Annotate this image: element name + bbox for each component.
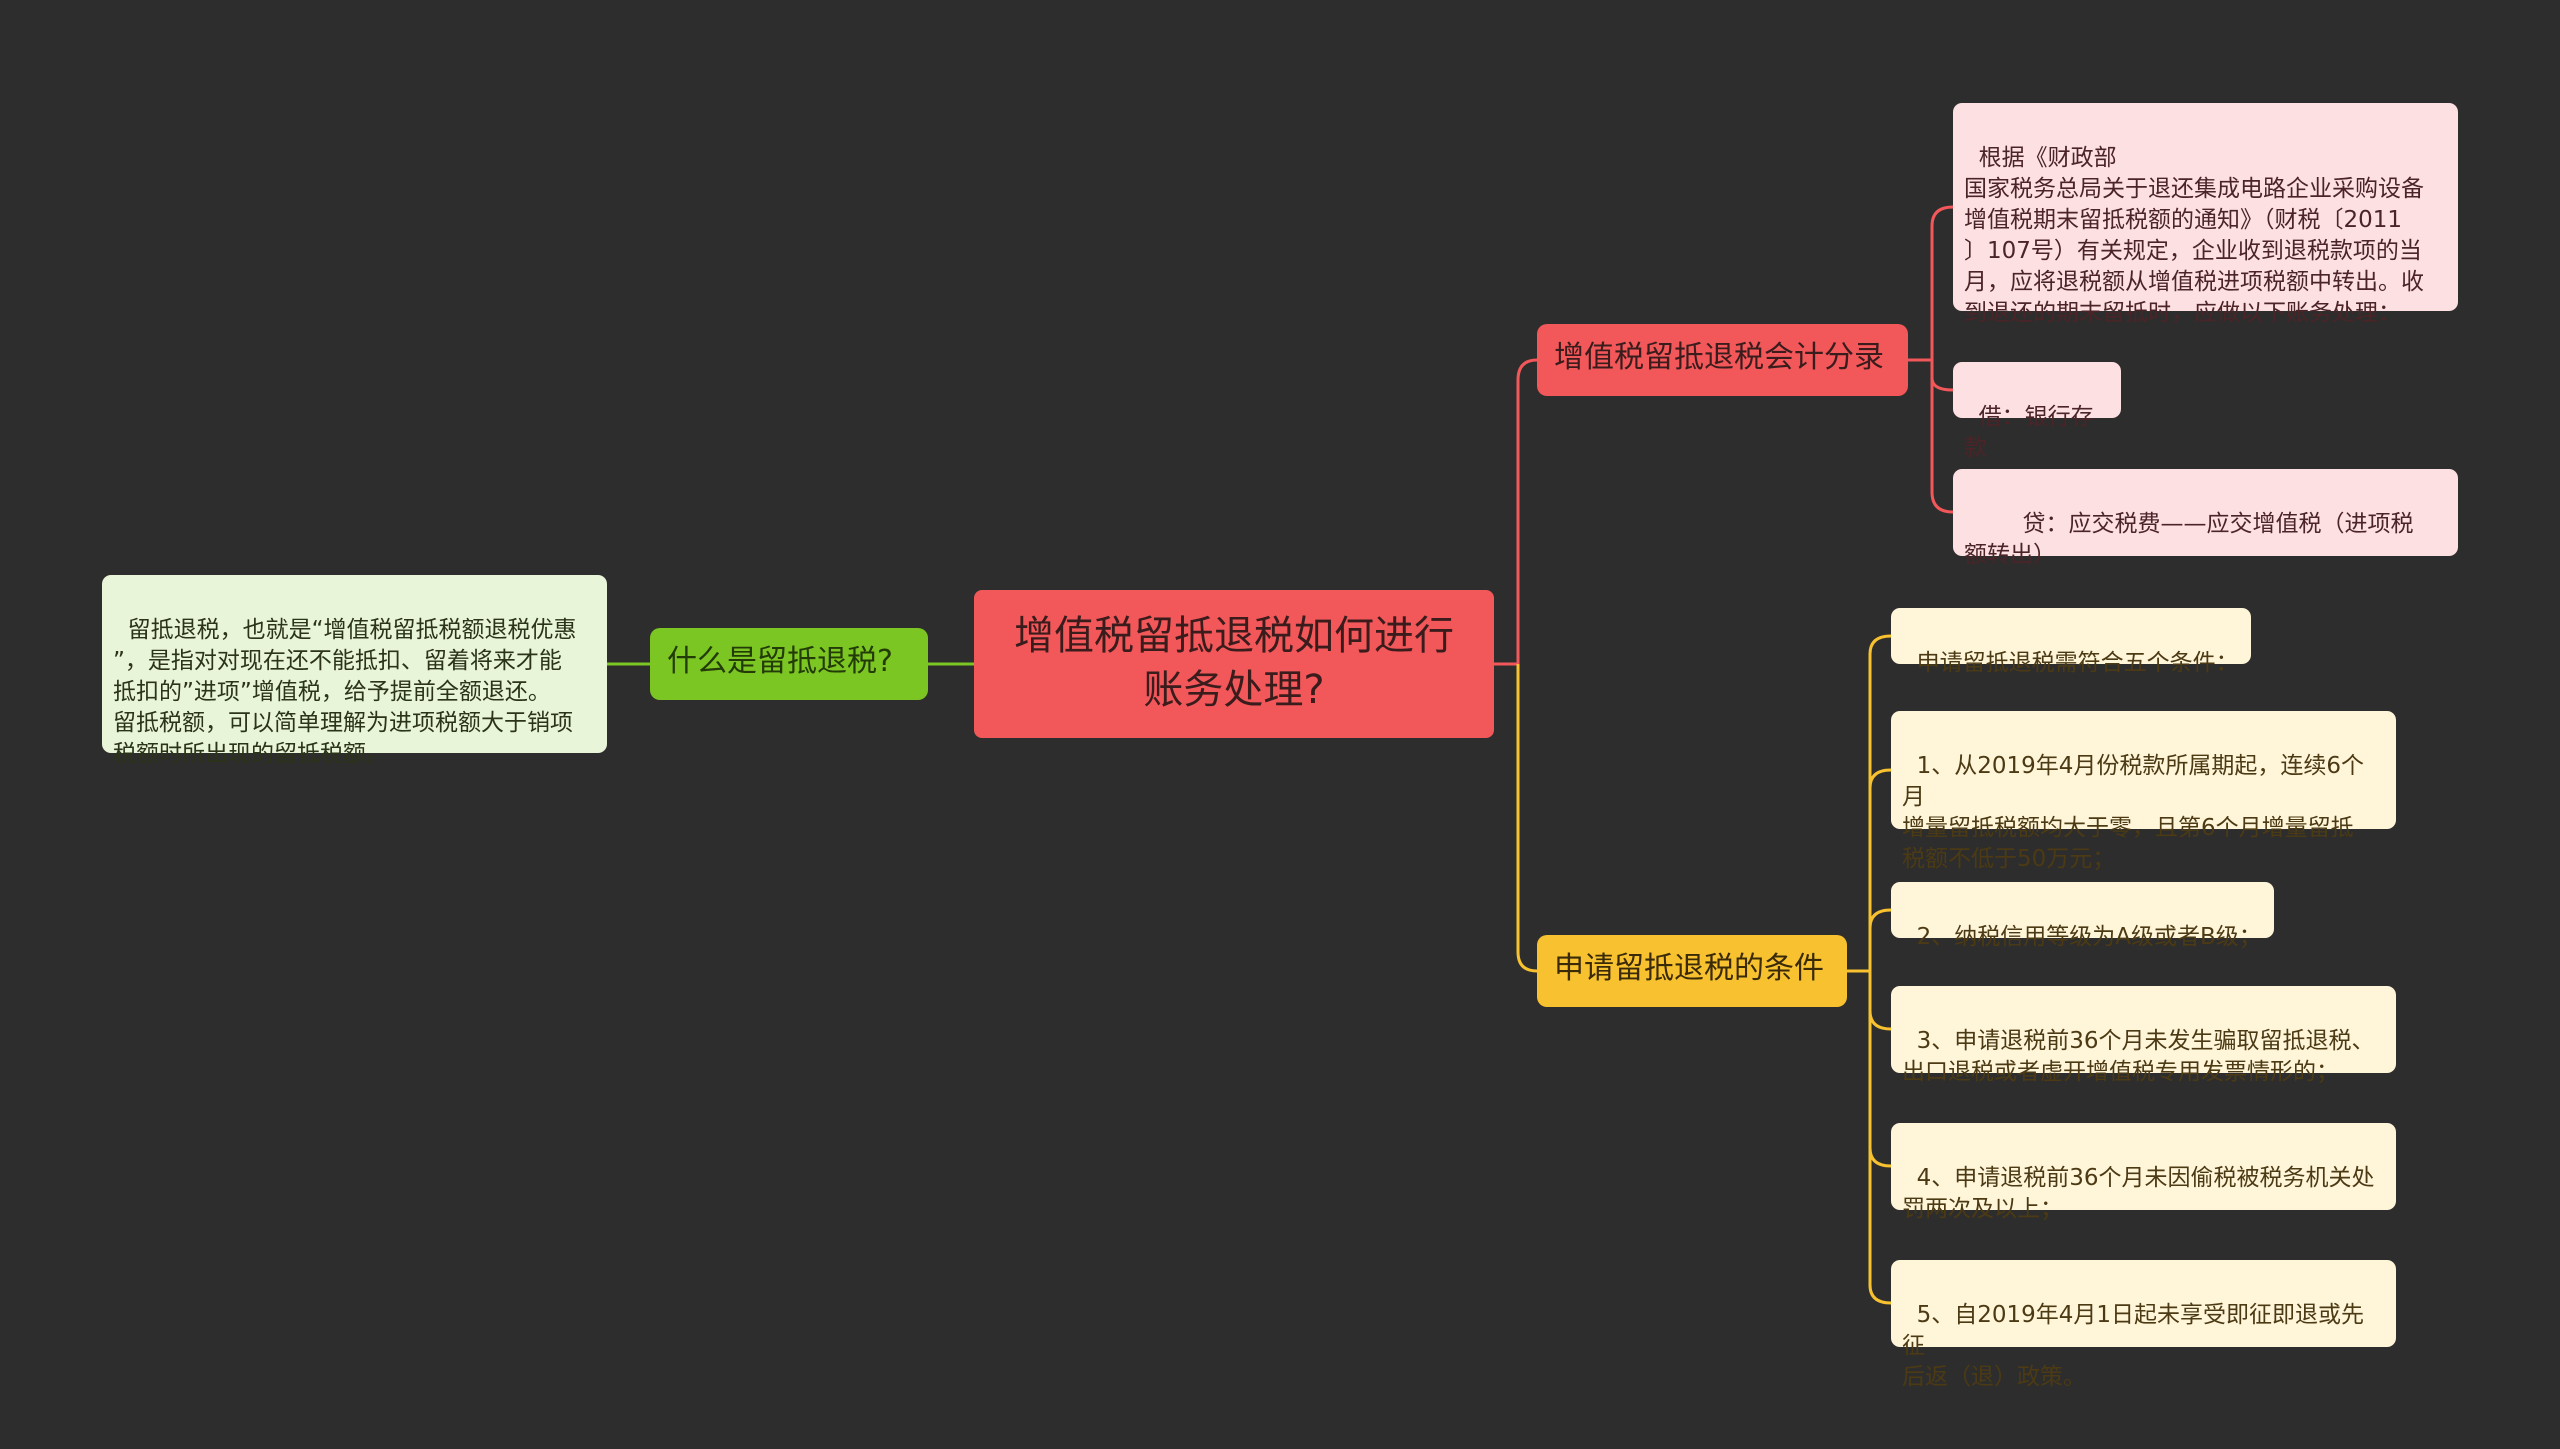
leaf-text: 留抵退税，也就是“增值税留抵税额退税优惠 ”，是指对对现在还不能抵扣、留着将来才… xyxy=(113,617,577,767)
leaf-condition-3[interactable]: 3、申请退税前36个月未发生骗取留抵退税、 出口退税或者虚开增值税专用发票情形的… xyxy=(1891,986,2396,1085)
leaf-policy-basis[interactable]: 根据《财政部 国家税务总局关于退还集成电路企业采购设备 增值税期末留抵税额的通知… xyxy=(1953,103,2458,326)
leaf-text: 2、纳税信用等级为A级或者B级； xyxy=(1916,924,2262,950)
leaf-text: 3、申请退税前36个月未发生骗取留抵退税、 出口退税或者虚开增值税专用发票情形的… xyxy=(1902,1028,2375,1085)
branch-application-conditions[interactable]: 申请留抵退税的条件 xyxy=(1537,935,1847,1007)
leaf-text: 5、自2019年4月1日起未享受即征即退或先征 后返（退）政策。 xyxy=(1902,1302,2365,1390)
branch-accounting-entries[interactable]: 增值税留抵退税会计分录 xyxy=(1537,324,1908,396)
leaf-text: 借：银行存款 xyxy=(1964,404,2094,461)
leaf-text: 4、申请退税前36个月未因偷税被税务机关处 罚两次及以上； xyxy=(1902,1165,2375,1222)
root-topic-label: 增值税留抵退税如何进行 账务处理? xyxy=(1014,613,1454,713)
leaf-condition-1[interactable]: 1、从2019年4月份税款所属期起，连续6个月 增量留抵税额均大于零，且第6个月… xyxy=(1891,711,2396,872)
branch-what-is-refund[interactable]: 什么是留抵退税? xyxy=(650,628,928,700)
leaf-condition-4[interactable]: 4、申请退税前36个月未因偷税被税务机关处 罚两次及以上； xyxy=(1891,1123,2396,1222)
leaf-debit-entry[interactable]: 借：银行存款 xyxy=(1953,362,2121,461)
leaf-condition-5[interactable]: 5、自2019年4月1日起未享受即征即退或先征 后返（退）政策。 xyxy=(1891,1260,2396,1390)
leaf-text: 申请留抵退税需符合五个条件： xyxy=(1916,650,2239,676)
leaf-text: 1、从2019年4月份税款所属期起，连续6个月 增量留抵税额均大于零，且第6个月… xyxy=(1902,753,2365,872)
branch-label: 增值税留抵退税会计分录 xyxy=(1554,340,1884,375)
leaf-text: 贷：应交税费——应交增值税（进项税 额转出） xyxy=(1964,511,2414,568)
leaf-definition[interactable]: 留抵退税，也就是“增值税留抵税额退税优惠 ”，是指对对现在还不能抵扣、留着将来才… xyxy=(102,575,607,767)
leaf-credit-entry[interactable]: 贷：应交税费——应交增值税（进项税 额转出） xyxy=(1953,469,2458,568)
root-topic[interactable]: 增值税留抵退税如何进行 账务处理? xyxy=(974,590,1494,738)
leaf-condition-2[interactable]: 2、纳税信用等级为A级或者B级； xyxy=(1891,882,2274,950)
leaf-text: 根据《财政部 国家税务总局关于退还集成电路企业采购设备 增值税期末留抵税额的通知… xyxy=(1964,145,2424,326)
branch-label: 申请留抵退税的条件 xyxy=(1554,951,1824,986)
branch-label: 什么是留抵退税? xyxy=(667,644,893,679)
leaf-conditions-intro[interactable]: 申请留抵退税需符合五个条件： xyxy=(1891,608,2251,676)
